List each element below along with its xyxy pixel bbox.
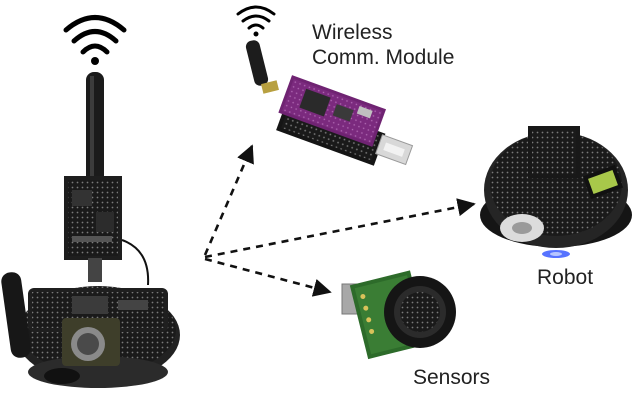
wifi-icon	[63, 15, 127, 65]
robot-label: Robot	[537, 266, 594, 289]
arrows	[203, 144, 476, 297]
sensor-node	[341, 270, 456, 360]
arrow-to-sensors	[204, 257, 332, 297]
robot-node	[480, 126, 632, 258]
wireless-label-line1: Wireless	[312, 21, 393, 44]
wireless-module-label: Wireless Comm. Module	[312, 20, 454, 70]
arrow-to-wireless	[203, 144, 254, 256]
wireless-module	[236, 5, 414, 166]
wifi-icon-small	[236, 5, 276, 37]
sensors-label: Sensors	[413, 366, 491, 389]
arrow-to-robot	[204, 198, 476, 259]
base-node	[1, 15, 180, 388]
antenna	[86, 72, 104, 184]
wireless-label-line2: Comm. Module	[312, 46, 455, 69]
